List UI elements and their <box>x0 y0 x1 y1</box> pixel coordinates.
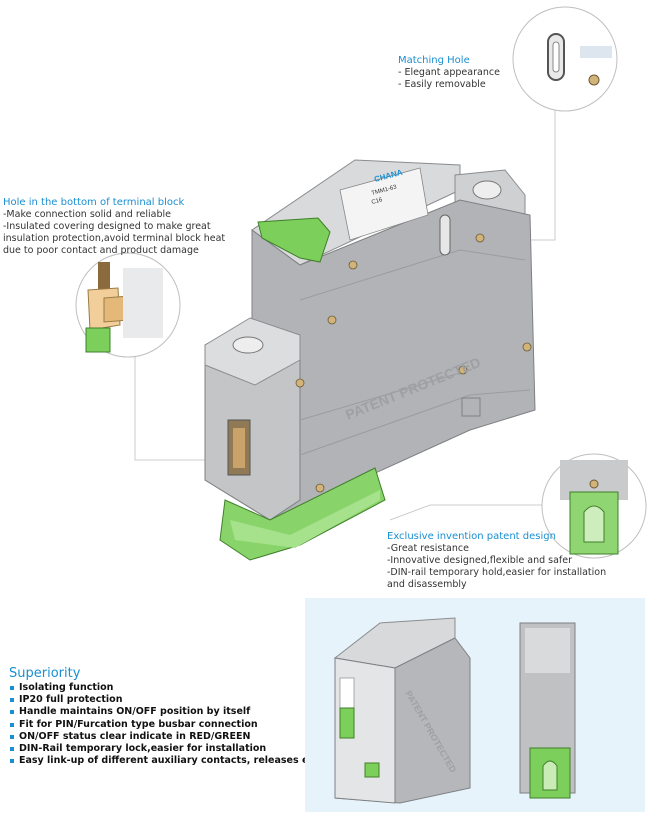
matching-hole-item: - Easily removable <box>398 79 486 90</box>
matching-hole-item: - Elegant appearance <box>398 67 500 78</box>
list-item: IP20 full protection <box>9 694 319 706</box>
patent-design-title: Exclusive invention patent design <box>387 531 556 542</box>
patent-design-line: -Great resistance <box>387 543 469 554</box>
terminal-block-callout <box>75 252 181 358</box>
patent-design-line: -Innovative designed,flexible and safer <box>387 555 573 566</box>
patent-design-line: -DIN-rail temporary hold,easier for inst… <box>387 567 607 578</box>
list-item: DIN-Rail temporary lock,easier for insta… <box>9 743 319 755</box>
list-item: Fit for PIN/Furcation type busbar connec… <box>9 719 319 731</box>
superiority-section: Superiority Isolating function IP20 full… <box>9 666 319 767</box>
superiority-list: Isolating function IP20 full protection … <box>9 682 319 767</box>
terminal-block-line: -Insulated covering designed to make gre… <box>3 221 211 232</box>
superiority-title: Superiority <box>9 666 81 681</box>
terminal-block-line: insulation protection,avoid terminal blo… <box>3 233 226 244</box>
product-photo-panel: PATENT PROTECTED <box>305 598 645 812</box>
matching-hole-title: Matching Hole <box>398 55 470 66</box>
terminal-block-section: Hole in the bottom of terminal block -Ma… <box>3 196 225 257</box>
list-item: Handle maintains ON/OFF position by itse… <box>9 706 319 718</box>
product-photo: PATENT PROTECTED <box>333 617 576 804</box>
patent-design-callout <box>541 453 647 559</box>
rating-label: C16 <box>371 197 384 206</box>
matching-hole-section: Matching Hole - Elegant appearance - Eas… <box>398 54 500 91</box>
list-item: Isolating function <box>9 682 319 694</box>
matching-hole-callout <box>512 6 618 112</box>
list-item: Easy link-up of different auxiliary cont… <box>9 755 319 767</box>
patent-design-line: and disassembly <box>387 579 467 590</box>
list-item: ON/OFF status clear indicate in RED/GREE… <box>9 731 319 743</box>
terminal-block-line: -Make connection solid and reliable <box>3 209 171 220</box>
terminal-block-line: due to poor contact and product damage <box>3 245 199 256</box>
terminal-block-title: Hole in the bottom of terminal block <box>3 197 185 208</box>
patent-design-section: Exclusive invention patent design -Great… <box>387 530 606 591</box>
